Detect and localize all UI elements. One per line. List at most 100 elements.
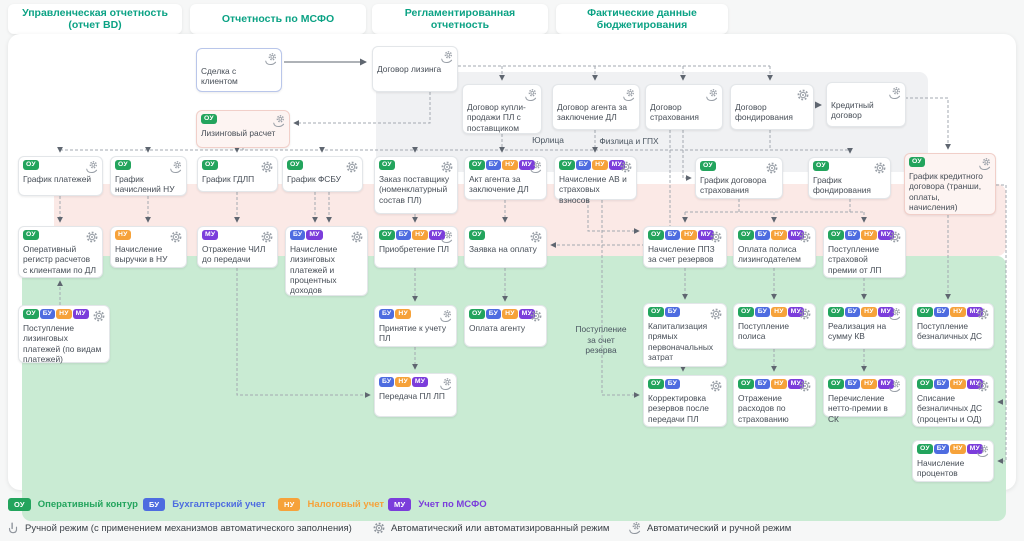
badge-МУ: МУ [966,307,983,317]
legend-contour-label: Учет по МСФО [418,498,487,510]
badge-ОУ: ОУ [469,160,485,170]
diagram-node-grafik-kredit[interactable]: ОУ График кредитного договора (транши, оп… [904,153,996,215]
node-badges: ОУ [201,114,285,126]
diagram-node-kredit-dogovor[interactable]: Кредитный договор [826,82,906,127]
gear-icon [888,230,902,244]
node-badges: ОУ [379,160,453,172]
badge-БУ: БУ [664,230,681,240]
badge-БУ: БУ [933,379,950,389]
gear-icon [709,307,723,321]
badge-МУ: МУ [697,230,714,240]
gear-hand-icon [628,521,642,535]
gear-icon [873,161,887,175]
node-label: График фондирования [813,175,871,196]
diagram-node-sdelka[interactable]: Сделка с клиентом [196,48,282,92]
badge-ОУ: ОУ [909,157,925,167]
gear-icon [798,230,812,244]
diagram-node-dogovor-agenta[interactable]: Договор агента за заключение ДЛ [552,84,640,130]
badge-БУ: БУ [844,230,861,240]
diagram-node-dogovor-strah[interactable]: Договор страхования [645,84,723,130]
badge-ОУ: ОУ [828,230,844,240]
tab-3[interactable]: Регламентированная отчетность [372,4,548,34]
gear-icon [796,88,810,102]
node-label: График кредитного договора (транши, опла… [909,171,983,212]
badge-БУ: БУ [844,379,861,389]
tab-4[interactable]: Фактические данные бюджетирования [556,4,728,34]
node-label: Начисление процентов [917,458,965,479]
diagram-node-dogovor-kupli[interactable]: Договор купли-продажи ПЛ с поставщиком [462,84,542,134]
diagram-node-dogovor-lizinga[interactable]: Договор лизинга [372,46,458,92]
node-label: Оплата агенту [469,323,526,333]
node-label: Передача ПЛ ЛП [379,391,445,401]
badge-ОУ: ОУ [23,160,39,170]
badge-БУ: БУ [664,307,681,317]
node-badges: ОУ [909,157,991,169]
node-label: Списание безналичных ДС (проценты и ОД) [917,393,983,424]
badge-ОУ: ОУ [648,230,664,240]
legend-badge-БУ: БУ [143,498,166,511]
gear-icon [169,230,183,244]
badge-БУ: БУ [754,230,771,240]
badge-МУ: МУ [877,307,894,317]
badge-НУ: НУ [502,309,518,319]
badge-ОУ: ОУ [813,161,829,171]
badge-БУ: БУ [933,444,950,454]
node-badges: ОУ [813,161,886,173]
badge-МУ: МУ [877,379,894,389]
diagram-node-grafik-fond[interactable]: ОУ График фондирования [808,157,891,199]
badge-ОУ: ОУ [828,307,844,317]
badge-ОУ: ОУ [738,230,754,240]
diagram-node-dogovor-fond[interactable]: Договор фондирования [730,84,814,130]
badge-БУ: БУ [290,230,306,240]
tab-1[interactable]: Управленческая отчетность (отчет BD) [8,4,182,34]
gear-icon [976,307,990,321]
badge-ОУ: ОУ [469,230,485,240]
node-label: Кредитный договор [831,100,874,121]
node-label: Оплата полиса лизингодателем [738,244,801,265]
legend-contour-label: Оперативный контур [37,498,138,510]
gear-hand-icon [439,309,453,323]
legend-badge-МУ: МУ [388,498,412,511]
badge-ОУ: ОУ [201,114,217,124]
legend-contour-label: Бухгалтерский учет [172,498,266,510]
tab-2[interactable]: Отчетность по МСФО [190,4,366,34]
badge-БУ: БУ [754,307,771,317]
gear-icon [350,230,364,244]
